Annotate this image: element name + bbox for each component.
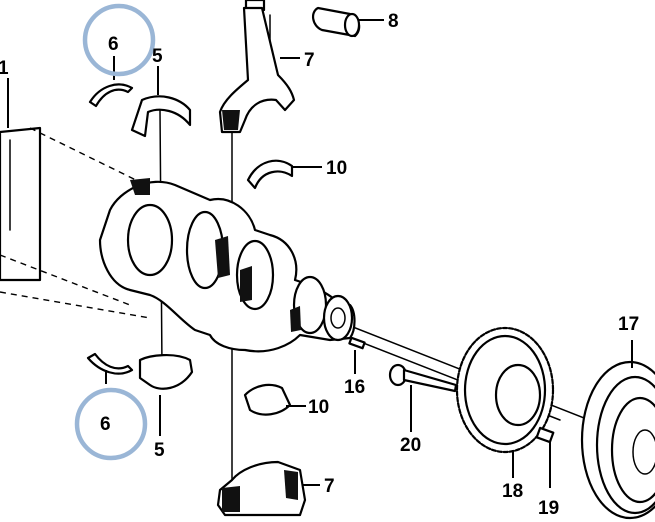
highlight-circle-upper bbox=[82, 3, 156, 77]
woodruff-key bbox=[348, 336, 366, 374]
conrod-bearing-shell-upper bbox=[246, 159, 322, 190]
connecting-rod bbox=[218, 0, 300, 134]
main-bearing-shell-lower bbox=[138, 354, 194, 436]
thrust-washer-lower bbox=[86, 352, 134, 384]
label-10-lower: 10 bbox=[308, 397, 329, 418]
timing-gear bbox=[455, 326, 555, 478]
connecting-rod-cap bbox=[216, 460, 320, 517]
label-20: 20 bbox=[400, 435, 421, 456]
label-18: 18 bbox=[502, 481, 523, 502]
label-6-upper: 6 bbox=[108, 34, 119, 55]
label-8: 8 bbox=[388, 11, 399, 32]
piston-pin bbox=[312, 6, 384, 38]
label-5-upper: 5 bbox=[152, 46, 163, 67]
label-6-lower: 6 bbox=[100, 414, 111, 435]
label-5-lower: 5 bbox=[154, 440, 165, 461]
label-7-lower: 7 bbox=[324, 476, 335, 497]
dowel-pin bbox=[535, 426, 555, 488]
crankshaft-pulley bbox=[580, 340, 655, 520]
bolt bbox=[388, 363, 458, 432]
label-1: 1 bbox=[0, 58, 9, 79]
thrust-washer-upper bbox=[88, 56, 134, 108]
label-17: 17 bbox=[618, 314, 639, 335]
label-19: 19 bbox=[538, 498, 559, 519]
conrod-bearing-shell-lower bbox=[243, 383, 306, 416]
main-bearing-shell-upper bbox=[130, 66, 192, 138]
highlight-circle-lower bbox=[74, 387, 148, 461]
label-7-upper: 7 bbox=[304, 50, 315, 71]
label-10-upper: 10 bbox=[326, 158, 347, 179]
crankshaft bbox=[98, 178, 356, 353]
engine-block-outline bbox=[0, 78, 151, 319]
label-16: 16 bbox=[344, 377, 365, 398]
